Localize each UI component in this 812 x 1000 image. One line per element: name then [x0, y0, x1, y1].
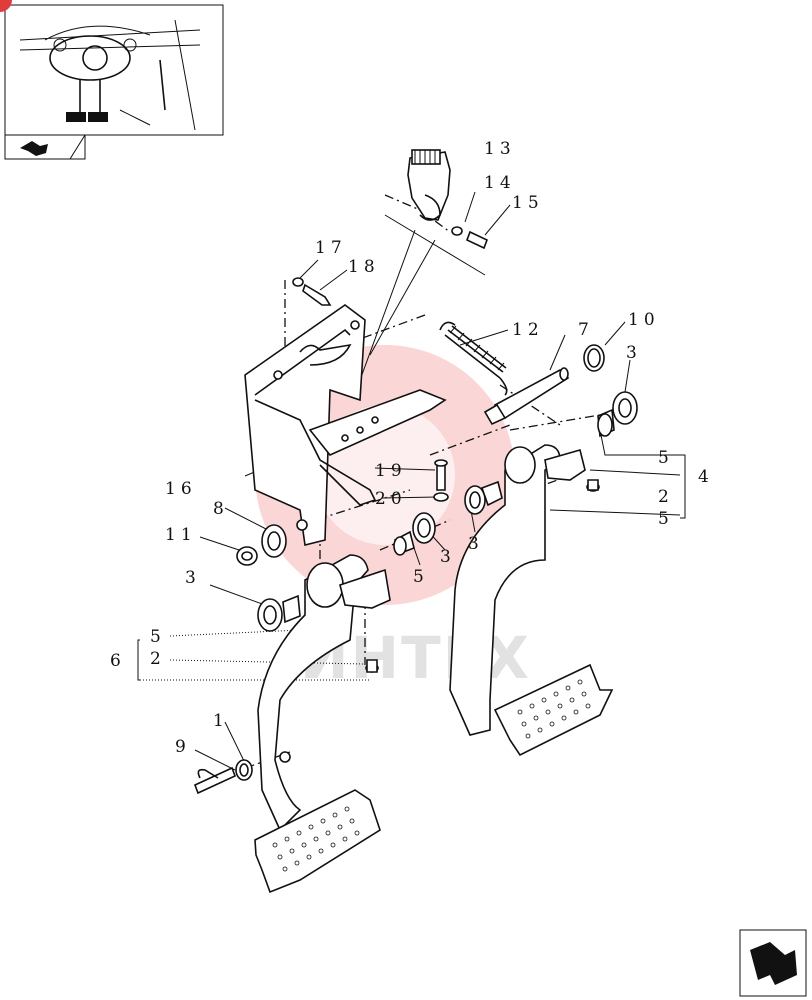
callout-5-right-bottom: 5: [658, 509, 674, 529]
callout-6: 6: [110, 651, 126, 671]
clip-pin-and-washer: [193, 759, 253, 795]
right-pedal-pad-pattern: [517, 679, 591, 739]
callout-8: 8: [213, 499, 229, 519]
left-clutch-pedal: [254, 554, 391, 894]
next-page-arrow-icon[interactable]: [739, 929, 807, 997]
callout-3-mid-right: 3: [468, 534, 484, 554]
middle-bushings: [393, 480, 503, 556]
callout-5-right-top: 5: [658, 448, 674, 468]
right-bushings: [597, 391, 638, 438]
callout-20: 20: [375, 489, 407, 509]
bolt-17-18: [292, 277, 332, 306]
left-bushings: [236, 524, 301, 632]
right-brake-pedal: [449, 444, 614, 757]
pivot-shaft: [483, 367, 570, 426]
callout-3-top: 3: [626, 343, 642, 363]
callout-10: 10: [628, 310, 660, 330]
callout-7: 7: [578, 320, 594, 340]
callout-4: 4: [698, 467, 714, 487]
callout-15: 15: [512, 193, 544, 213]
callout-2-left: 2: [150, 649, 166, 669]
left-pedal-pad-pattern: [272, 806, 360, 872]
callout-17: 17: [315, 238, 347, 258]
callout-2-right: 2: [658, 487, 674, 507]
tractor-cab-pedals-thumbnail: [19, 19, 201, 131]
callout-5-mid: 5: [413, 567, 429, 587]
callout-5-left: 5: [150, 627, 166, 647]
pedal-switch-sensor: [407, 149, 489, 250]
callout-1: 1: [213, 711, 229, 731]
callout-14: 14: [484, 173, 516, 193]
callout-11: 11: [165, 525, 197, 545]
callout-3-mid: 3: [440, 547, 456, 567]
mounting-bracket: [244, 304, 447, 546]
bolt-19-20: [433, 459, 449, 502]
callout-12: 12: [512, 320, 544, 340]
callout-19: 19: [375, 461, 407, 481]
circlip-10: [583, 344, 605, 372]
callout-3-left: 3: [185, 568, 201, 588]
callout-labels: 13 14 15 17 18 12 7 10 3 5 4 2 5 16 19 2…: [110, 139, 714, 757]
leader-lines: [137, 151, 686, 771]
callout-9: 9: [175, 737, 191, 757]
previous-page-arrow-icon[interactable]: [20, 141, 48, 156]
return-spring: [439, 321, 508, 396]
callout-16: 16: [165, 479, 197, 499]
callout-13: 13: [484, 139, 516, 159]
callout-18: 18: [348, 257, 380, 277]
thumbnail-panel[interactable]: [0, 0, 224, 160]
